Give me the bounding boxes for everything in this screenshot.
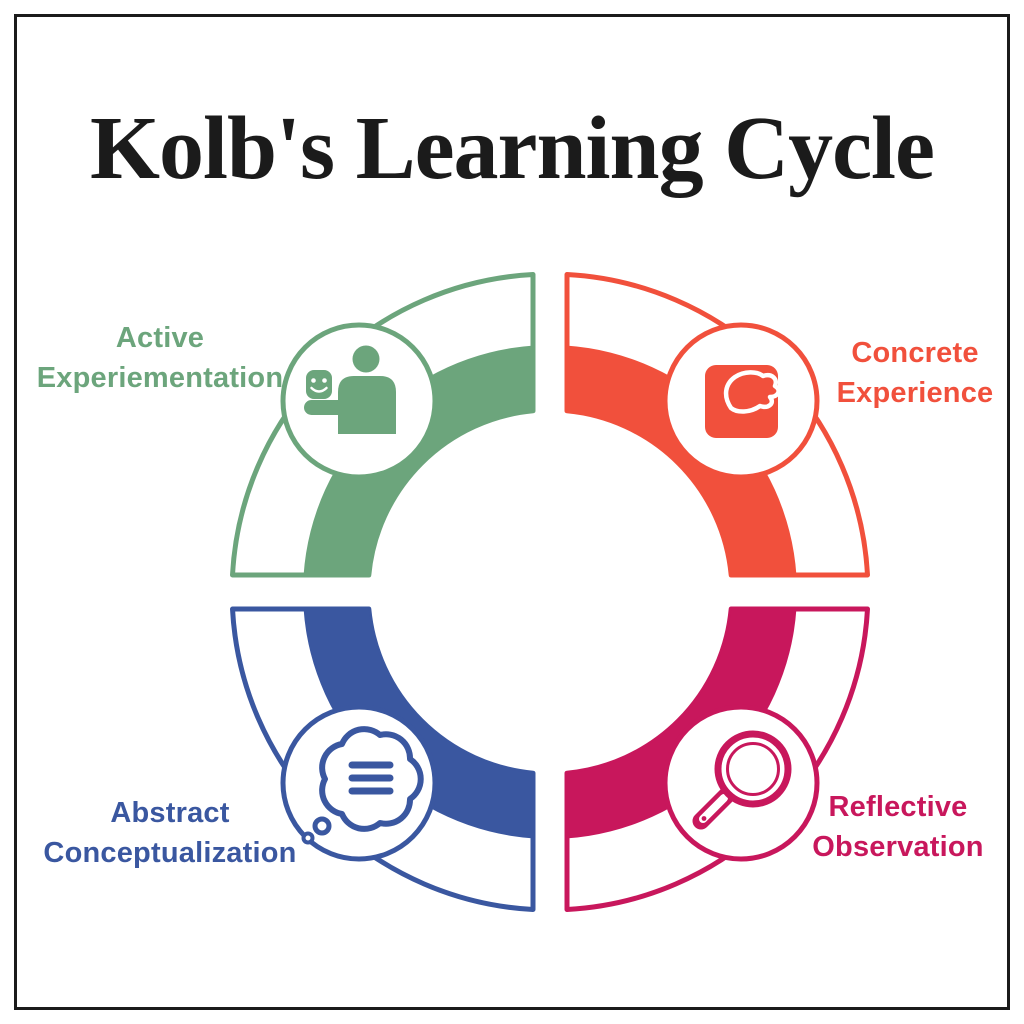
page-title: Kolb's Learning Cycle (89, 99, 935, 199)
hand-outline (723, 370, 781, 414)
magnifier-lens-inner-ring (726, 742, 780, 796)
mask-eye (311, 378, 316, 383)
quadrant-reflective-observation (564, 606, 870, 912)
quadrant-abstract-conceptualization (230, 606, 536, 912)
stage-label-line: Abstract (110, 797, 230, 829)
hands-on-box-icon (705, 365, 781, 438)
magnifying-glass-icon (692, 730, 792, 830)
stage-label-line: Conceptualization (43, 837, 297, 869)
mask-smile (310, 386, 328, 393)
green-inner-band (303, 345, 533, 575)
label-concrete-experience: Concrete Experience (800, 333, 1024, 413)
stage-label-line: Concrete (851, 337, 979, 369)
orange-inner-band (567, 345, 797, 575)
thought-dot (301, 831, 315, 845)
actor-with-mask-icon (304, 345, 396, 434)
blue-inner-band (303, 609, 533, 839)
crimson-inner-band (567, 609, 797, 839)
stage-label-line: Observation (812, 831, 984, 863)
actor-torso (338, 376, 396, 434)
stage-label-line: Active (115, 322, 205, 354)
theater-mask (306, 370, 332, 399)
magnifier-handle-dot (701, 816, 707, 821)
stage-label-line: Reflective (828, 791, 968, 823)
hands-on-box (705, 365, 778, 438)
actor-head (352, 345, 380, 373)
stage-label-line: Experience (836, 377, 994, 409)
actor-arm (304, 400, 352, 415)
magnifier-handle-hollow (699, 794, 728, 823)
label-active-experimentation: Active Experiementation (15, 318, 305, 398)
stage-label-line: Experiementation (36, 362, 284, 394)
thought-dot (312, 816, 332, 836)
mask-eye (322, 378, 327, 383)
label-abstract-conceptualization: Abstract Conceptualization (25, 793, 315, 873)
quadrant-active-experimentation (230, 272, 536, 578)
thought-text-lines (348, 761, 394, 795)
quadrant-concrete-experience (564, 272, 870, 578)
label-reflective-observation: Reflective Observation (783, 787, 1013, 867)
thought-bubble-icon (301, 726, 424, 845)
